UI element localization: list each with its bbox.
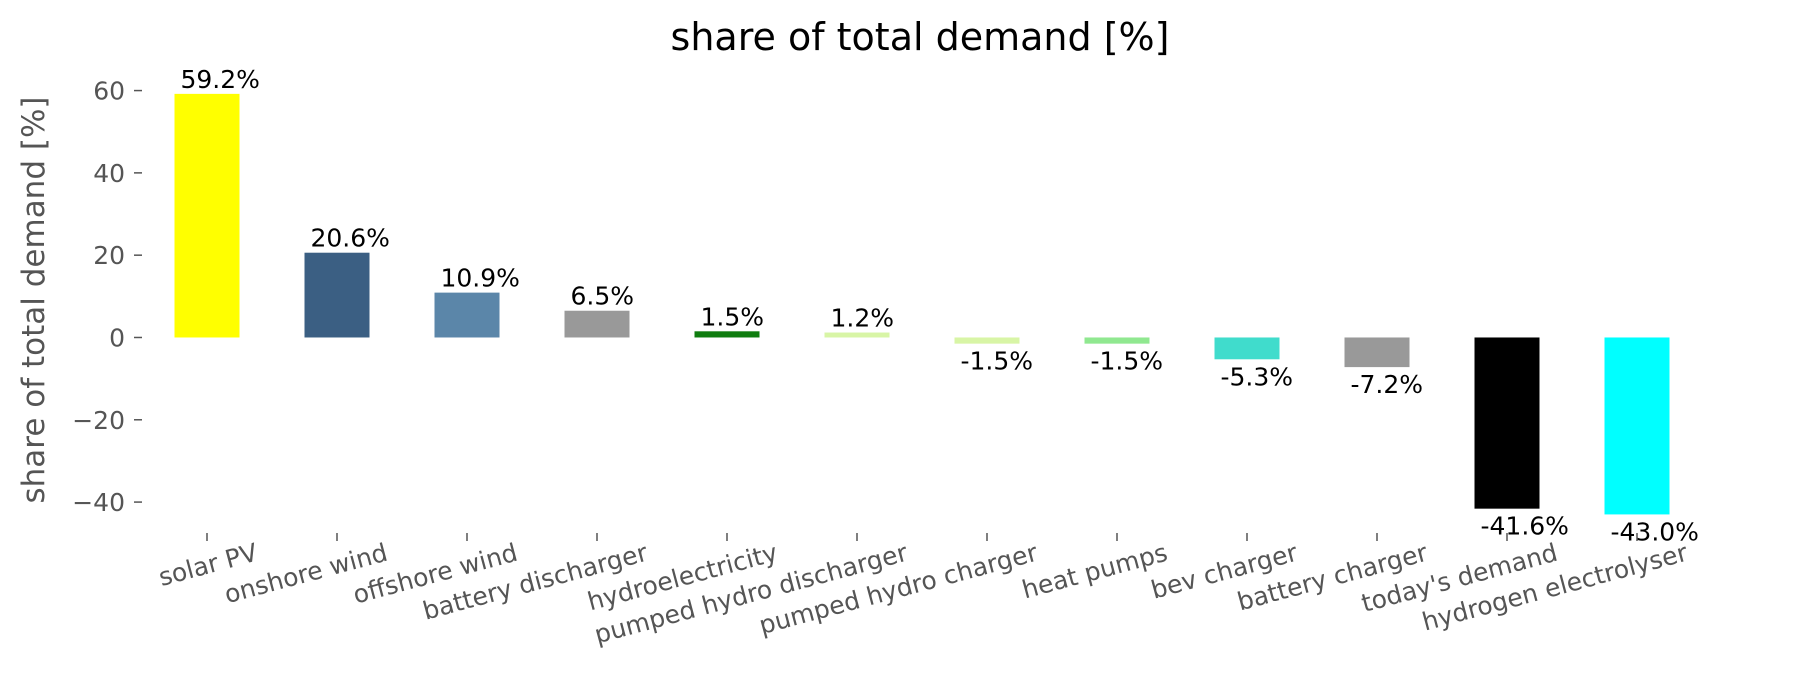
y-tick-label: −40 <box>72 488 125 517</box>
value-label: 1.5% <box>701 302 765 331</box>
value-label: 10.9% <box>441 264 520 293</box>
bar <box>1214 337 1280 360</box>
bar <box>564 310 630 338</box>
bar <box>954 337 1020 344</box>
y-tick-label: 40 <box>93 159 125 188</box>
bar <box>174 93 240 338</box>
y-tick-label: 20 <box>93 241 125 270</box>
y-axis: 60 40 20 0 −20 −40 <box>72 77 142 517</box>
value-label: -7.2% <box>1351 370 1424 399</box>
y-axis-label: share of total demand [%] <box>16 96 52 503</box>
y-tick-label: −20 <box>72 406 125 435</box>
bar <box>304 252 370 338</box>
value-label: 1.2% <box>831 304 895 333</box>
value-label: -1.5% <box>1091 347 1164 376</box>
value-label: -1.5% <box>961 347 1034 376</box>
bars <box>174 93 1670 515</box>
bar <box>1344 337 1410 368</box>
bar <box>824 332 890 338</box>
value-label: 59.2% <box>181 65 260 94</box>
y-tick-label: 0 <box>109 323 125 352</box>
chart-title: share of total demand [%] <box>671 15 1170 59</box>
bar <box>434 292 500 338</box>
value-label: 6.5% <box>571 282 635 311</box>
value-label: -5.3% <box>1221 362 1294 391</box>
x-tick-label: heat pumps <box>1019 538 1171 605</box>
value-label: -43.0% <box>1611 517 1699 546</box>
value-label: 20.6% <box>311 224 390 253</box>
bar <box>1604 337 1670 515</box>
bar <box>1474 337 1540 509</box>
bar <box>694 331 760 338</box>
bar <box>1084 337 1150 344</box>
value-labels: 59.2% 20.6% 10.9% 6.5% 1.5% 1.2% -1.5% -1.5% -5.… <box>181 65 1699 547</box>
y-tick-label: 60 <box>93 77 125 106</box>
value-label: -41.6% <box>1481 512 1569 541</box>
